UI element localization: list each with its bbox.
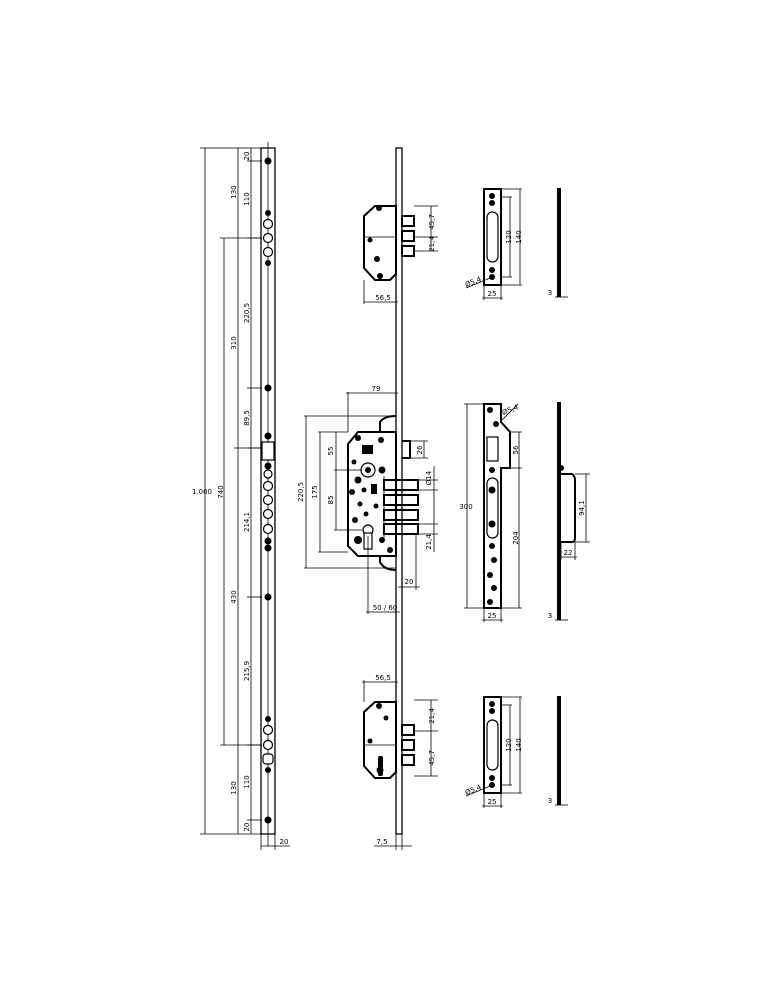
bottom-lock-body: [363, 701, 415, 779]
strike-edge-main: 94,1 22 3: [548, 402, 590, 621]
bolt-hole: [262, 523, 274, 535]
bolt-hole: [262, 739, 274, 751]
strike-plate-main: Ø5,4 300 56 204 25: [459, 403, 522, 622]
mounting-hole: [264, 384, 272, 392]
dim-main-21-4: 21,4: [425, 534, 433, 550]
dim-main-220-5: 220,5: [297, 482, 305, 502]
bolt: [401, 230, 415, 242]
dim-strike-bottom-d5-4: Ø5,4: [464, 783, 483, 797]
dim-main-175: 175: [311, 485, 319, 498]
latch-opening: [261, 441, 275, 461]
dim-strike-bottom-120: 120: [505, 738, 513, 751]
top-lock-body: [363, 205, 415, 281]
dim-strike-main-94-1: 94,1: [578, 500, 586, 516]
faceplate-front-view: [260, 142, 276, 846]
dim-strike-top-3: 3: [548, 289, 552, 297]
dim-strike-top-25: 25: [488, 290, 497, 298]
strike-plate-top: 120 140 Ø5,4 25: [464, 188, 523, 300]
dim-strike-main-204: 204: [512, 531, 520, 545]
bolt: [401, 739, 415, 751]
bolt-hole: [262, 724, 274, 736]
bolt-hole: [262, 753, 274, 765]
lock-side-view: 45,7 21,4 56,5: [297, 147, 438, 850]
main-lock-body: [347, 415, 419, 571]
dim-top-21-4: 21,4: [428, 236, 436, 252]
dim-bottom-20: 20: [243, 823, 251, 832]
dim-strike-main-3: 3: [548, 612, 552, 620]
dim-strike-main-d5-4: Ø5,4: [501, 403, 520, 417]
mounting-hole: [265, 210, 271, 216]
dim-bottom-110: 110: [243, 775, 251, 788]
bolt-hole: [262, 480, 274, 492]
mounting-hole: [264, 537, 272, 545]
dim-bar-width: 20: [280, 838, 289, 846]
strike-edge-top: 3: [548, 188, 568, 298]
dim-bottom-130: 130: [230, 781, 238, 794]
dim-bottom-21-4: 21,4: [428, 708, 436, 724]
mounting-hole: [264, 462, 272, 470]
mounting-hole: [265, 767, 271, 773]
mounting-hole: [264, 432, 272, 440]
mounting-hole: [264, 593, 272, 601]
dim-top-45-7: 45,7: [428, 214, 436, 230]
dim-top-20: 20: [243, 152, 251, 161]
bolt-hole: [262, 494, 274, 506]
dim-strike-top-140: 140: [515, 230, 523, 243]
mounting-hole: [264, 816, 272, 824]
bolt: [401, 215, 415, 227]
strike-plate-bottom: 120 140 Ø5,4 25: [464, 696, 523, 808]
dim-thickness: 7,5: [376, 838, 387, 846]
dim-220-5: 220,5: [243, 303, 251, 323]
dim-strike-main-300: 300: [459, 503, 472, 511]
faceplate-dimensions: 1.000 740 130 310 430 130 20 110 220,5 8…: [192, 147, 290, 850]
dim-215-9: 215,9: [243, 661, 251, 681]
dim-main-85: 85: [327, 496, 335, 505]
dim-top-110: 110: [243, 192, 251, 205]
dim-top-56-5: 56,5: [375, 294, 391, 302]
dim-740: 740: [217, 485, 225, 498]
dim-backset: 50 / 60: [373, 604, 398, 612]
dim-strike-main-56: 56: [512, 445, 520, 454]
dim-430: 430: [230, 590, 238, 603]
dim-strike-bottom-3: 3: [548, 797, 552, 805]
dim-214-1: 214,1: [243, 512, 251, 532]
dim-strike-top-d5-4: Ø5,4: [464, 275, 483, 289]
dim-main-26: 26: [416, 445, 424, 454]
bolt-hole: [262, 218, 274, 230]
dim-top-130: 130: [230, 185, 238, 198]
dim-main-55: 55: [327, 447, 335, 456]
main-bolt: [383, 509, 419, 521]
dim-bottom-56-5: 56,5: [375, 674, 391, 682]
mounting-hole: [264, 157, 272, 165]
bolt: [401, 724, 415, 736]
bolt-hole: [263, 469, 273, 479]
dim-strike-main-25: 25: [488, 612, 497, 620]
dim-strike-bottom-140: 140: [515, 738, 523, 751]
strike-edge-bottom: 3: [548, 696, 568, 806]
dim-total-length: 1.000: [192, 488, 212, 496]
main-bolt: [383, 523, 419, 535]
bolt-hole: [262, 246, 274, 258]
dim-main-20: 20: [405, 578, 414, 586]
mounting-hole: [264, 544, 272, 552]
mounting-hole: [265, 260, 271, 266]
dim-89-5: 89,5: [243, 410, 251, 426]
dim-bottom-45-7: 45,7: [428, 750, 436, 766]
bolt: [401, 754, 415, 766]
dim-310: 310: [230, 336, 238, 349]
main-bolt: [383, 494, 419, 506]
dim-main-79: 79: [372, 385, 381, 393]
dim-main-d14: Ø14: [425, 470, 433, 485]
bolt-hole: [262, 232, 274, 244]
main-bolt: [383, 479, 419, 491]
mounting-hole: [265, 716, 271, 722]
dim-strike-top-120: 120: [505, 230, 513, 243]
dim-strike-main-22: 22: [564, 549, 573, 557]
bolt-hole: [262, 508, 274, 520]
bolt: [401, 245, 415, 257]
dim-strike-bottom-25: 25: [488, 798, 497, 806]
